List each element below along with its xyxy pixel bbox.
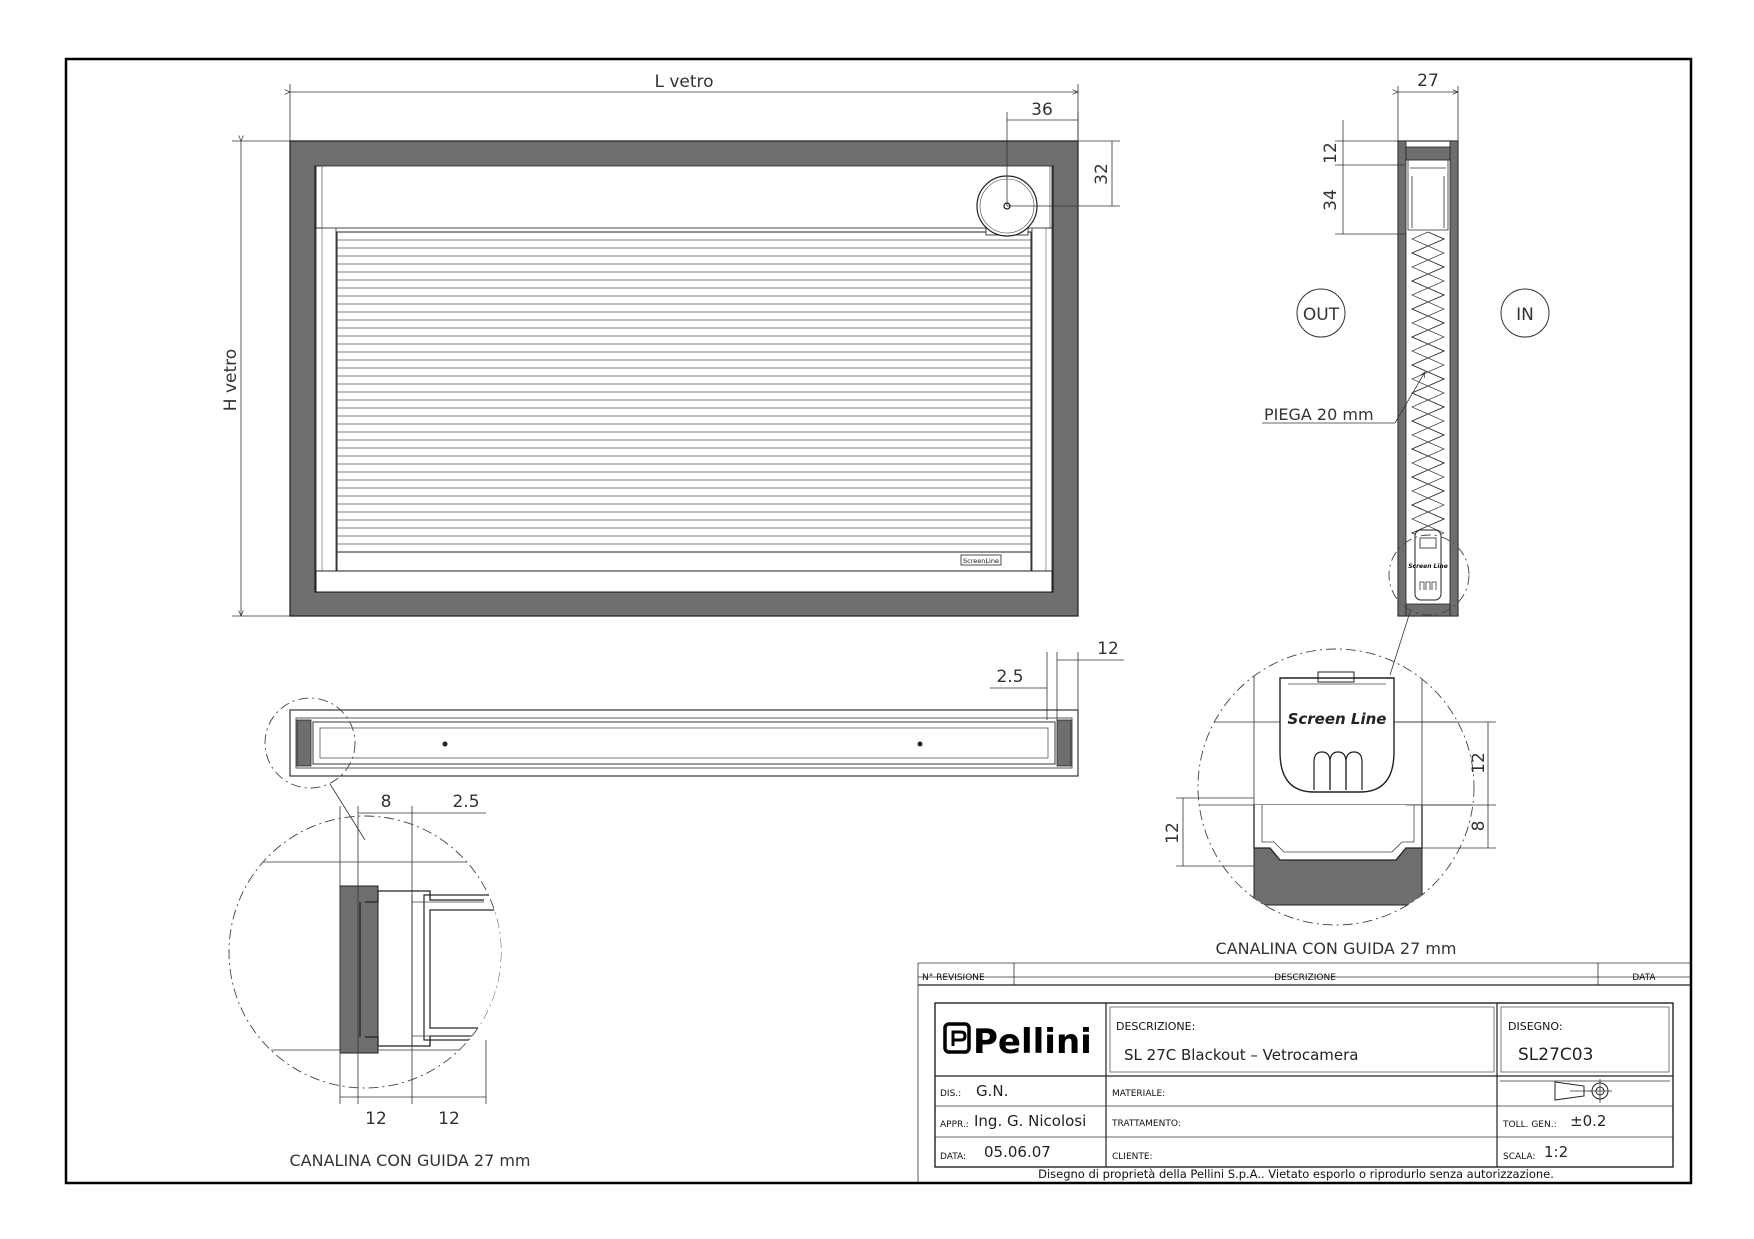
blind-slats (337, 239, 1031, 545)
detail-left-dim-2-5: 2.5 (452, 792, 479, 812)
materiale-label: MATERIALE: (1112, 1089, 1165, 1099)
rev-header-number: N° REVISIONE (922, 973, 985, 983)
dim-27: 27 (1417, 71, 1439, 91)
rev-header-date: DATA (1632, 973, 1656, 983)
title-block: N° REVISIONE DESCRIZIONE DATA Pellini DE… (917, 962, 1690, 1182)
detail-left: 8 2.5 12 12 CANALINA CON GUIDA 27 mm (228, 792, 531, 1170)
dim-36: 36 (1031, 100, 1053, 120)
data-label: DATA: (940, 1152, 966, 1162)
ownership-footer: Disegno di proprietà della Pellini S.p.A… (1038, 1167, 1554, 1181)
dis-label: DIS.: (940, 1089, 961, 1099)
detail-left-dim-12-a: 12 (365, 1109, 387, 1129)
out-symbol (1296, 288, 1346, 338)
descrizione-label: DESCRIZIONE: (1116, 1020, 1195, 1033)
descrizione-value: SL 27C Blackout – Vetrocamera (1124, 1046, 1359, 1064)
top-view: 2.5 12 (264, 639, 1124, 841)
dim-34: 34 (1321, 189, 1341, 211)
appr-value: Ing. G. Nicolosi (974, 1112, 1086, 1130)
dis-value: G.N. (976, 1082, 1008, 1100)
detail-right: Screen Line 12 8 12 CANALINA CON GUIDA 2… (1163, 648, 1496, 958)
sheet-border (64, 57, 1693, 1185)
in-label: IN (1516, 305, 1534, 325)
side-section-view: Screen Line 27 12 34 OUT IN PIEGA 20 mm (1262, 71, 1550, 676)
pleated-fabric (1410, 231, 1446, 541)
dim-32: 32 (1092, 163, 1112, 185)
detail-right-dim-12: 12 (1469, 752, 1489, 774)
cliente-label: CLIENTE: (1112, 1152, 1153, 1162)
product-badge (960, 554, 1002, 566)
pellini-logo-text: Pellini (973, 1022, 1092, 1062)
detail-right-brand: Screen Line (1288, 710, 1387, 728)
detail-right-caption: CANALINA CON GUIDA 27 mm (1216, 939, 1457, 958)
height-label: H vetro (221, 349, 241, 411)
detail-left-caption: CANALINA CON GUIDA 27 mm (290, 1151, 531, 1170)
width-label: L vetro (654, 72, 713, 92)
detail-right-dim-8: 8 (1469, 821, 1489, 832)
front-view: ScreenLine L vetro 36 32 H vetro (221, 72, 1120, 616)
disegno-value: SL27C03 (1518, 1045, 1593, 1065)
pellini-logo-mark (943, 1022, 971, 1054)
out-label: OUT (1303, 305, 1340, 325)
disegno-label: DISEGNO: (1508, 1020, 1563, 1033)
svg-text:Screen Line: Screen Line (1408, 563, 1448, 570)
fold-label: PIEGA 20 mm (1264, 405, 1374, 424)
appr-label: APPR.: (940, 1120, 969, 1130)
scala-label: SCALA: (1503, 1152, 1535, 1162)
toll-label: TOLL. GEN.: (1502, 1120, 1557, 1130)
top-dim-12: 12 (1097, 639, 1119, 659)
scala-value: 1:2 (1544, 1143, 1568, 1161)
product-badge-text: ScreenLine (963, 557, 999, 565)
toll-value: ±0.2 (1570, 1112, 1606, 1130)
detail-left-dim-8: 8 (381, 792, 392, 812)
data-value: 05.06.07 (984, 1143, 1051, 1161)
trattamento-label: TRATTAMENTO: (1111, 1119, 1181, 1129)
detail-right-dim-12-left: 12 (1163, 822, 1183, 844)
in-symbol (1500, 288, 1550, 338)
dim-12: 12 (1321, 142, 1341, 164)
projection-symbol (1554, 1079, 1612, 1103)
top-dim-2-5: 2.5 (996, 667, 1023, 687)
pleat-zigzag-back (1411, 231, 1445, 541)
rev-header-description: DESCRIZIONE (1274, 973, 1336, 983)
detail-left-dim-12-b: 12 (438, 1109, 460, 1129)
